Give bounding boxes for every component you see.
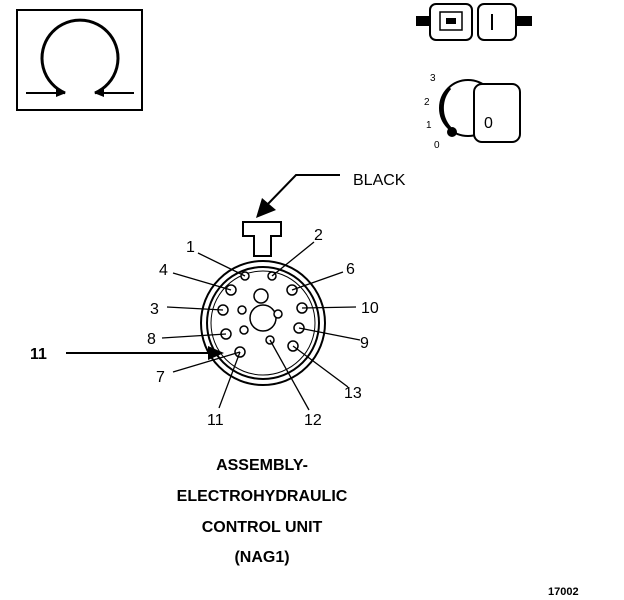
pin-labels: 1 2 3 4 6 7 8 9 10 11 12 13 — [147, 227, 379, 429]
pin-leaders — [161, 241, 361, 411]
black-wire-callout: BLACK — [256, 172, 406, 218]
pin-label-6: 6 — [346, 261, 355, 278]
pin-11-side-label: 11 — [30, 346, 47, 363]
caption-line-2: ELECTROHYDRAULIC — [177, 488, 348, 505]
pin-label-4: 4 — [159, 262, 168, 279]
pin-label-8: 8 — [147, 331, 156, 348]
caption-line-4: (NAG1) — [234, 549, 289, 566]
pin-label-11: 11 — [207, 412, 224, 429]
pin-label-9: 9 — [360, 335, 369, 352]
pin-label-1: 1 — [186, 239, 195, 256]
ignition-key-icon: 0 3 2 1 0 — [424, 73, 521, 151]
dial-scale-1: 1 — [426, 120, 432, 131]
pin-label-3: 3 — [150, 301, 159, 318]
key-position-label: 0 — [484, 115, 493, 132]
figure-code: 17002 — [548, 586, 579, 598]
connector-body — [200, 221, 326, 386]
omega-symbol-icon — [16, 9, 143, 111]
wire-color-label: BLACK — [353, 172, 406, 189]
connector-plug-icon — [416, 3, 532, 41]
pin-label-7: 7 — [156, 369, 165, 386]
pin-label-12: 12 — [304, 412, 322, 429]
pin-label-13: 13 — [344, 385, 362, 402]
caption-line-3: CONTROL UNIT — [202, 519, 323, 536]
pin-label-10: 10 — [361, 300, 379, 317]
dial-scale-0: 0 — [434, 140, 440, 151]
caption-line-1: ASSEMBLY- — [216, 457, 308, 474]
diagram-caption: ASSEMBLY- ELECTROHYDRAULIC CONTROL UNIT … — [177, 457, 348, 566]
dial-scale-3: 3 — [430, 73, 436, 84]
pin-11-pointer: 11 — [30, 346, 224, 363]
dial-scale-2: 2 — [424, 97, 430, 108]
pin-label-2: 2 — [314, 227, 323, 244]
